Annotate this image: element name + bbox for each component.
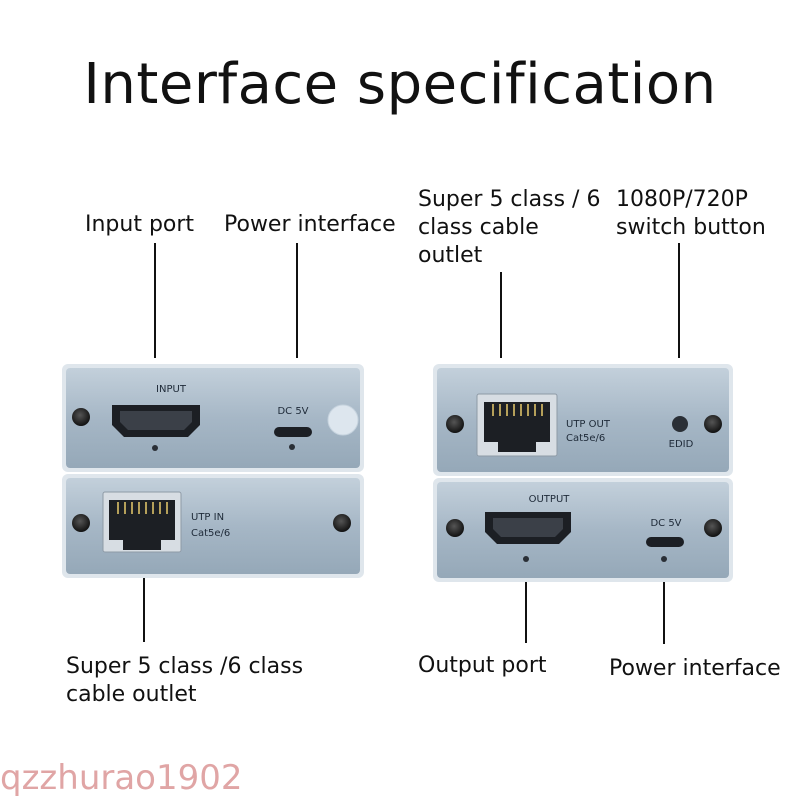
hdmi-input-port-inner	[120, 411, 192, 430]
panel-text-dc5v: DC 5V	[277, 406, 308, 417]
transmitter-back-panel: UTP IN Cat5e/6	[62, 474, 364, 578]
edid-switch-button[interactable]	[672, 416, 688, 432]
panel-text-edid: EDID	[669, 439, 694, 450]
leader-input-port	[154, 243, 156, 358]
label-line: 1080P/720P	[616, 187, 748, 212]
rj45-output-port-inner	[484, 402, 550, 442]
receiver-back-panel: UTP OUT Cat5e/6 EDID	[433, 364, 733, 476]
led-icon	[152, 445, 158, 451]
label-super-cable-outlet-top: Super 5 class / 6 class cable outlet	[418, 186, 600, 270]
label-output-port: Output port	[418, 653, 547, 678]
label-super-cable-outlet-bottom: Super 5 class /6 class cable outlet	[66, 653, 303, 709]
page-title: Interface specification	[83, 52, 717, 117]
screw-icon	[704, 415, 722, 433]
leader-cable-bottom	[143, 560, 145, 642]
panel-text-utp-in-cat: Cat5e/6	[191, 528, 230, 539]
panel-face	[66, 368, 360, 468]
rj45-latch	[498, 442, 536, 452]
screw-icon	[446, 519, 464, 537]
screw-icon	[72, 514, 90, 532]
transmitter-front-panel: INPUT DC 5V	[62, 364, 364, 472]
leader-power-left	[296, 243, 298, 358]
label-line: cable outlet	[66, 682, 197, 707]
led-icon	[661, 556, 667, 562]
micro-usb-power-port	[274, 427, 312, 437]
label-line: Super 5 class /6 class	[66, 654, 304, 679]
label-line: switch button	[616, 215, 766, 240]
panel-text-output: OUTPUT	[529, 494, 571, 505]
panel-face	[437, 482, 729, 578]
label-power-interface-left: Power interface	[224, 212, 396, 237]
screw-icon	[446, 415, 464, 433]
screw-icon	[333, 514, 351, 532]
panel-text-input: INPUT	[156, 384, 187, 395]
panel-text-utp-in: UTP IN	[191, 512, 224, 523]
label-input-port: Input port	[85, 212, 195, 237]
panel-text-utp-out: UTP OUT	[566, 419, 611, 430]
leader-cable-top	[500, 272, 502, 358]
receiver-front-panel: OUTPUT DC 5V	[433, 478, 733, 582]
watermark: qzzhurao1902	[0, 758, 243, 798]
sticker-icon	[327, 404, 359, 436]
leader-power-right	[663, 572, 665, 644]
label-switch-button: 1080P/720P switch button	[616, 186, 766, 242]
led-icon	[289, 444, 295, 450]
rj45-input-port-inner	[109, 500, 175, 540]
panel-text-dc5v-out: DC 5V	[650, 518, 681, 529]
screw-icon	[72, 408, 90, 426]
screw-icon	[704, 519, 722, 537]
led-icon	[523, 556, 529, 562]
panel-text-utp-out-cat: Cat5e/6	[566, 433, 605, 444]
label-line: class cable	[418, 215, 539, 240]
hdmi-output-port-inner	[493, 518, 563, 537]
leader-switch	[678, 243, 680, 358]
label-line: Super 5 class / 6	[418, 187, 601, 212]
label-line: outlet	[418, 243, 483, 268]
rj45-latch	[123, 540, 161, 550]
leader-output-port	[525, 568, 527, 643]
micro-usb-power-port	[646, 537, 684, 547]
label-power-interface-right: Power interface	[609, 656, 781, 681]
